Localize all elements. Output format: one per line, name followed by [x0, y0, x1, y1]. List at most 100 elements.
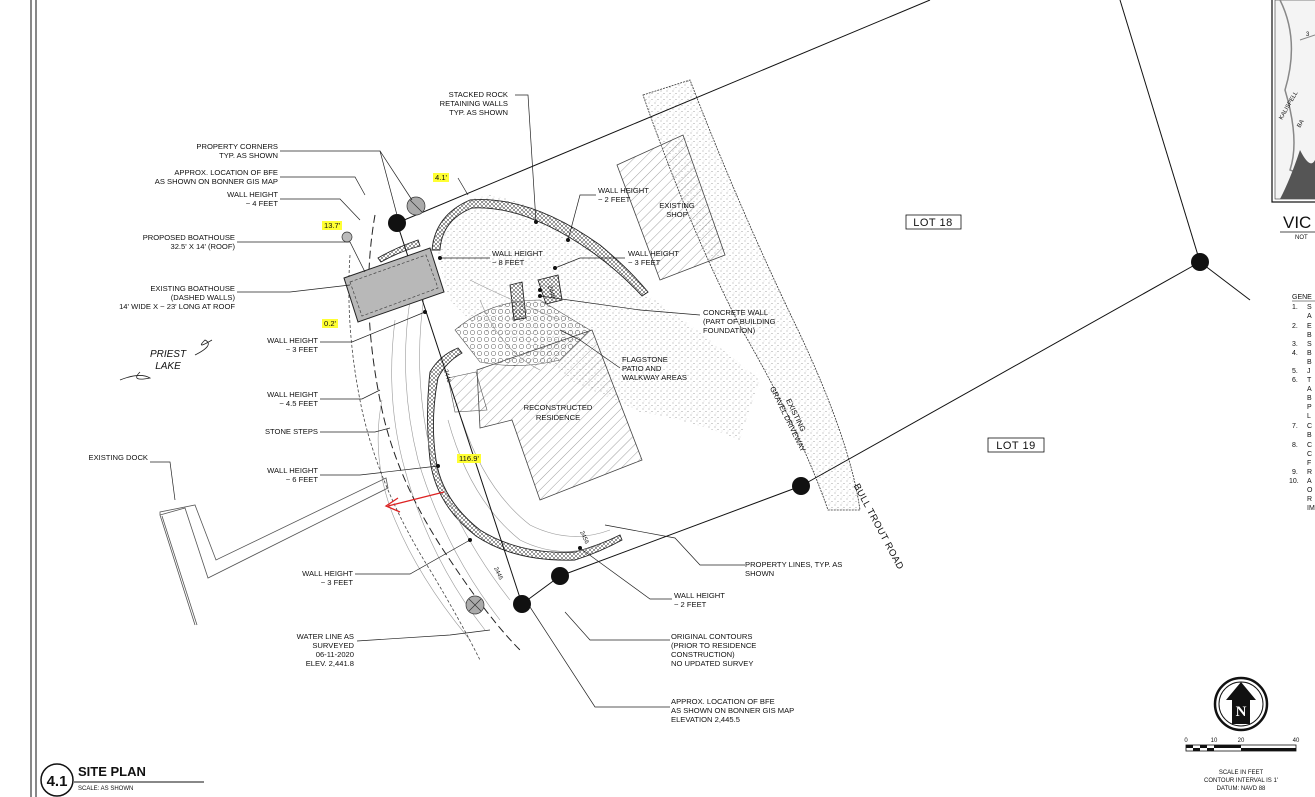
svg-text:EXISTING DOCK: EXISTING DOCK: [89, 453, 149, 462]
svg-text:TYP. AS SHOWN: TYP. AS SHOWN: [449, 108, 508, 117]
svg-text:R: R: [1307, 469, 1312, 476]
svg-text:14' WIDE X ~ 23' LONG AT ROOF: 14' WIDE X ~ 23' LONG AT ROOF: [119, 302, 235, 311]
svg-text:ORIGINAL CONTOURS: ORIGINAL CONTOURS: [671, 632, 752, 641]
reconstructed-residence: [476, 329, 643, 501]
svg-text:C: C: [1307, 442, 1312, 449]
svg-text:EXISTING: EXISTING: [659, 201, 695, 210]
svg-text:~ 2 FEET: ~ 2 FEET: [674, 600, 707, 609]
existing-shop: [616, 134, 726, 281]
svg-text:PROPERTY LINES, TYP. AS: PROPERTY LINES, TYP. AS: [745, 560, 842, 569]
svg-text:WATER LINE AS: WATER LINE AS: [297, 632, 354, 641]
lot-18-label: LOT 18: [905, 214, 962, 230]
north-arrow-icon: N: [1213, 676, 1269, 732]
vicinity-title: VIC: [1283, 213, 1311, 232]
svg-text:O: O: [1307, 487, 1313, 494]
svg-text:7.: 7.: [1292, 423, 1298, 430]
retaining-walls: [377, 199, 649, 561]
svg-text:PROPERTY CORNERS: PROPERTY CORNERS: [196, 142, 278, 151]
callout-stacked-rock: STACKED ROCK RETAINING WALLS TYP. AS SHO…: [440, 90, 508, 117]
callout-wall-3ft-right: WALL HEIGHT ~ 3 FEET: [628, 249, 679, 267]
flagstone-walkway: [447, 371, 488, 413]
svg-text:~ 8 FEET: ~ 8 FEET: [492, 258, 525, 267]
callout-wall-4ft: WALL HEIGHT ~ 4 FEET: [227, 190, 278, 208]
svg-text:DATUM: NAVD 88: DATUM: NAVD 88: [1217, 786, 1266, 792]
callout-wall-4-5ft: WALL HEIGHT ~ 4.5 FEET: [267, 390, 318, 408]
svg-text:E: E: [1307, 323, 1312, 330]
callout-proposed-boathouse: PROPOSED BOATHOUSE 32.5' X 14' (ROOF): [143, 233, 236, 251]
svg-text:B: B: [1307, 432, 1312, 439]
contour-lines: [377, 279, 611, 641]
svg-text:P: P: [1307, 404, 1312, 411]
svg-text:APPROX. LOCATION OF BFE: APPROX. LOCATION OF BFE: [174, 168, 278, 177]
svg-text:A: A: [1307, 386, 1312, 393]
svg-text:A: A: [1307, 478, 1312, 485]
callout-flagstone: FLAGSTONE PATIO AND WALKWAY AREAS: [622, 355, 687, 382]
svg-text:F: F: [1307, 460, 1311, 467]
callout-wall-2ft-top: WALL HEIGHT ~ 2 FEET: [598, 186, 649, 204]
svg-text:R: R: [1307, 496, 1312, 503]
svg-text:~ 6 FEET: ~ 6 FEET: [286, 475, 319, 484]
svg-text:SHOWN: SHOWN: [745, 569, 774, 578]
dimension-0-2: 0.2': [322, 319, 338, 328]
svg-text:RETAINING WALLS: RETAINING WALLS: [440, 99, 508, 108]
svg-text:ELEVATION 2,445.5: ELEVATION 2,445.5: [671, 715, 740, 724]
dimension-116-9: 116.9': [457, 454, 481, 463]
lot-19-label: LOT 19: [987, 437, 1045, 453]
svg-text:STACKED ROCK: STACKED ROCK: [449, 90, 508, 99]
svg-text:32.5' X 14' (ROOF): 32.5' X 14' (ROOF): [170, 242, 235, 251]
existing-dock-outline: [161, 515, 198, 626]
svg-text:B: B: [1307, 359, 1312, 366]
svg-text:RECONSTRUCTED: RECONSTRUCTED: [524, 403, 593, 412]
svg-text:BA: BA: [1297, 119, 1306, 129]
svg-text:LOT 18: LOT 18: [913, 217, 953, 229]
callout-water-line: WATER LINE AS SURVEYED 06-11-2020 ELEV. …: [297, 632, 355, 668]
callout-wall-3ft-left: WALL HEIGHT ~ 3 FEET: [267, 336, 318, 354]
svg-text:5.: 5.: [1292, 368, 1298, 375]
svg-text:WALL HEIGHT: WALL HEIGHT: [598, 186, 649, 195]
callout-wall-2ft-bottom: WALL HEIGHT ~ 2 FEET: [674, 591, 725, 609]
callout-wall-3ft-bottom: WALL HEIGHT ~ 3 FEET: [302, 569, 353, 587]
svg-text:IM: IM: [1307, 505, 1315, 512]
svg-text:~ 3 FEET: ~ 3 FEET: [286, 345, 319, 354]
general-notes: GENE 1. S A 2. E B 3. S 4. B B 5. J 6. T…: [1289, 294, 1315, 512]
svg-text:6.: 6.: [1292, 377, 1298, 384]
contour-label: 2445: [492, 566, 503, 581]
water-line: [348, 254, 481, 661]
svg-text:WALL HEIGHT: WALL HEIGHT: [674, 591, 725, 600]
svg-text:NO UPDATED SURVEY: NO UPDATED SURVEY: [671, 659, 753, 668]
svg-text:WALL HEIGHT: WALL HEIGHT: [267, 336, 318, 345]
svg-text:PRIEST: PRIEST: [150, 349, 187, 360]
svg-text:13.7': 13.7': [324, 221, 341, 230]
dimension-4-1: 4.1': [433, 173, 449, 182]
svg-text:N: N: [1236, 704, 1247, 720]
svg-text:WALL HEIGHT: WALL HEIGHT: [628, 249, 679, 258]
svg-text:116.9': 116.9': [459, 454, 479, 463]
callout-bfe-top: APPROX. LOCATION OF BFE AS SHOWN ON BONN…: [155, 168, 278, 186]
svg-text:CONCRETE WALL: CONCRETE WALL: [703, 308, 768, 317]
svg-text:4.1': 4.1': [435, 173, 448, 182]
svg-text:SCALE IN FEET: SCALE IN FEET: [1219, 770, 1264, 776]
svg-text:PATIO AND: PATIO AND: [622, 364, 662, 373]
svg-text:40: 40: [1293, 738, 1300, 744]
svg-text:10: 10: [1211, 738, 1218, 744]
svg-text:CONSTRUCTION): CONSTRUCTION): [671, 650, 735, 659]
vicinity-map: KALISPELL BA 3: [1271, 0, 1315, 203]
svg-text:L: L: [1307, 413, 1311, 420]
wall-markers: [423, 220, 582, 550]
svg-text:WALL HEIGHT: WALL HEIGHT: [267, 466, 318, 475]
callout-original-contours: ORIGINAL CONTOURS (PRIOR TO RESIDENCE CO…: [671, 632, 756, 668]
dimension-13-7: 13.7': [322, 221, 342, 230]
svg-text:B: B: [1307, 332, 1312, 339]
sheet-title: SITE PLAN: [78, 764, 146, 779]
lake-squiggle: [119, 339, 213, 381]
svg-text:9.: 9.: [1292, 469, 1298, 476]
svg-text:(DASHED WALLS): (DASHED WALLS): [171, 293, 236, 302]
red-arrow: [384, 491, 445, 513]
svg-text:LAKE: LAKE: [155, 361, 181, 372]
svg-text:WALKWAY AREAS: WALKWAY AREAS: [622, 373, 687, 382]
proposed-boathouse: [343, 247, 445, 323]
callout-existing-shop: EXISTING SHOP: [659, 201, 695, 219]
svg-text:~ 4 FEET: ~ 4 FEET: [246, 199, 279, 208]
yard-area: [432, 195, 760, 440]
